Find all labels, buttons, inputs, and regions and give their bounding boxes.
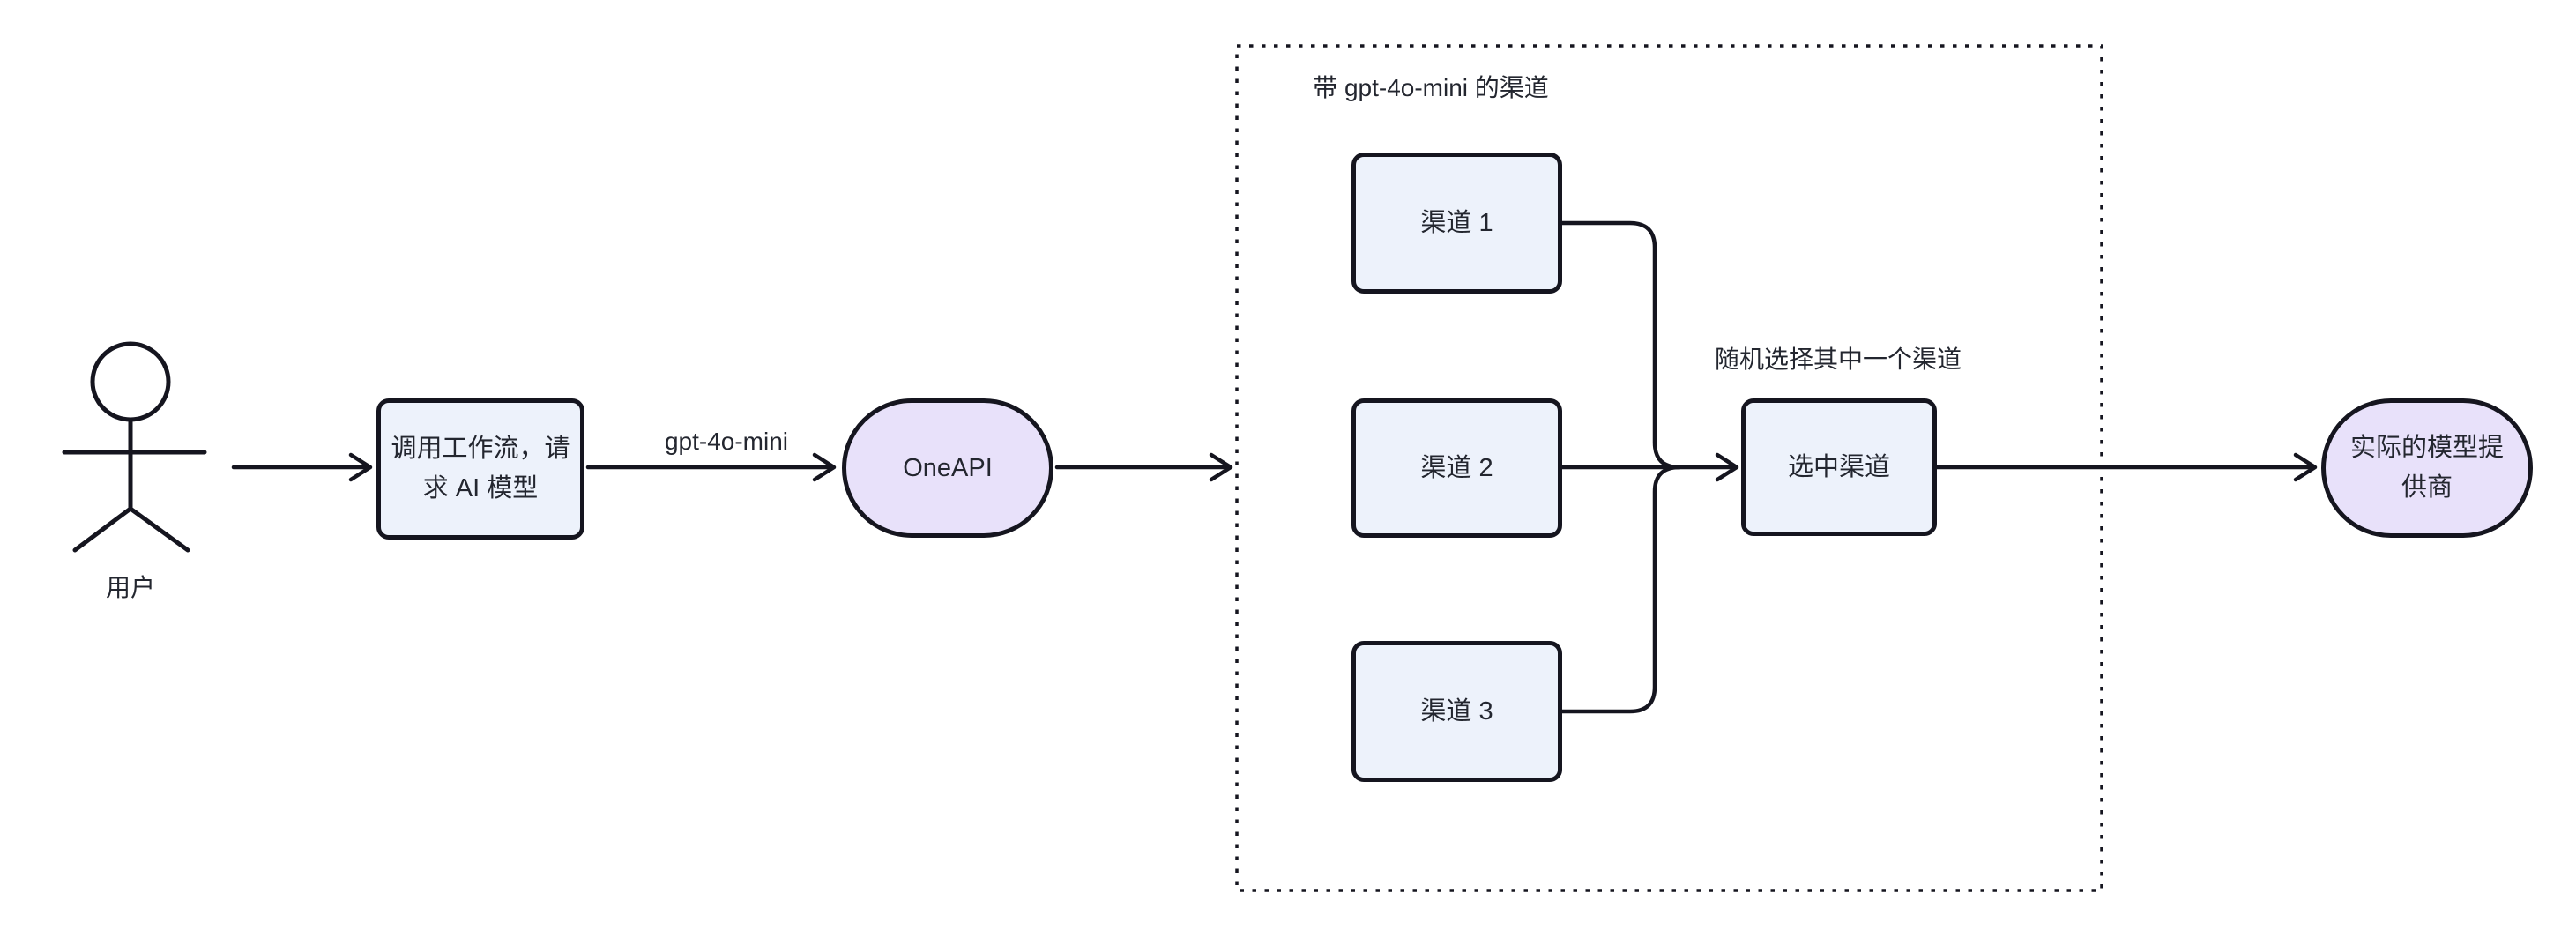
actor-head — [90, 341, 171, 422]
arrow-head — [2293, 452, 2318, 482]
arrow-head — [1715, 452, 1739, 482]
arrow-head — [812, 452, 837, 482]
node-channel3: 渠道 3 — [1351, 641, 1562, 782]
node-workflow: 调用工作流，请求 AI 模型 — [376, 398, 584, 540]
node-selected-channel: 选中渠道 — [1741, 398, 1937, 536]
selection-note-label: 随机选择其中一个渠道 — [1714, 346, 1962, 373]
node-oneapi: OneAPI — [842, 398, 1053, 538]
node-provider: 实际的模型提供商 — [2321, 398, 2533, 538]
connector-line — [1560, 220, 1682, 470]
node-channel1: 渠道 1 — [1351, 153, 1562, 294]
channels-group-title: 带 gpt-4o-mini 的渠道 — [1313, 74, 1549, 101]
arrow-selected-to-provider — [1934, 452, 2318, 482]
arrow-head — [1209, 452, 1233, 482]
arrow-head — [348, 452, 373, 482]
node-channel2: 渠道 2 — [1351, 398, 1562, 538]
edge-label-model: gpt-4o-mini — [664, 428, 789, 455]
arrow-channel2-to-selected — [1560, 452, 1739, 482]
connector-channel3-merge — [1560, 465, 1682, 714]
arrow-workflow-to-oneapi — [585, 452, 837, 482]
actor-body — [62, 417, 207, 553]
arrow-oneapi-to-group — [1054, 452, 1233, 482]
user-actor-icon — [62, 341, 207, 553]
connector-line — [1560, 465, 1682, 714]
arrow-user-to-workflow — [231, 452, 373, 482]
connector-channel1-merge — [1560, 220, 1682, 470]
actor-label: 用户 — [105, 574, 156, 601]
